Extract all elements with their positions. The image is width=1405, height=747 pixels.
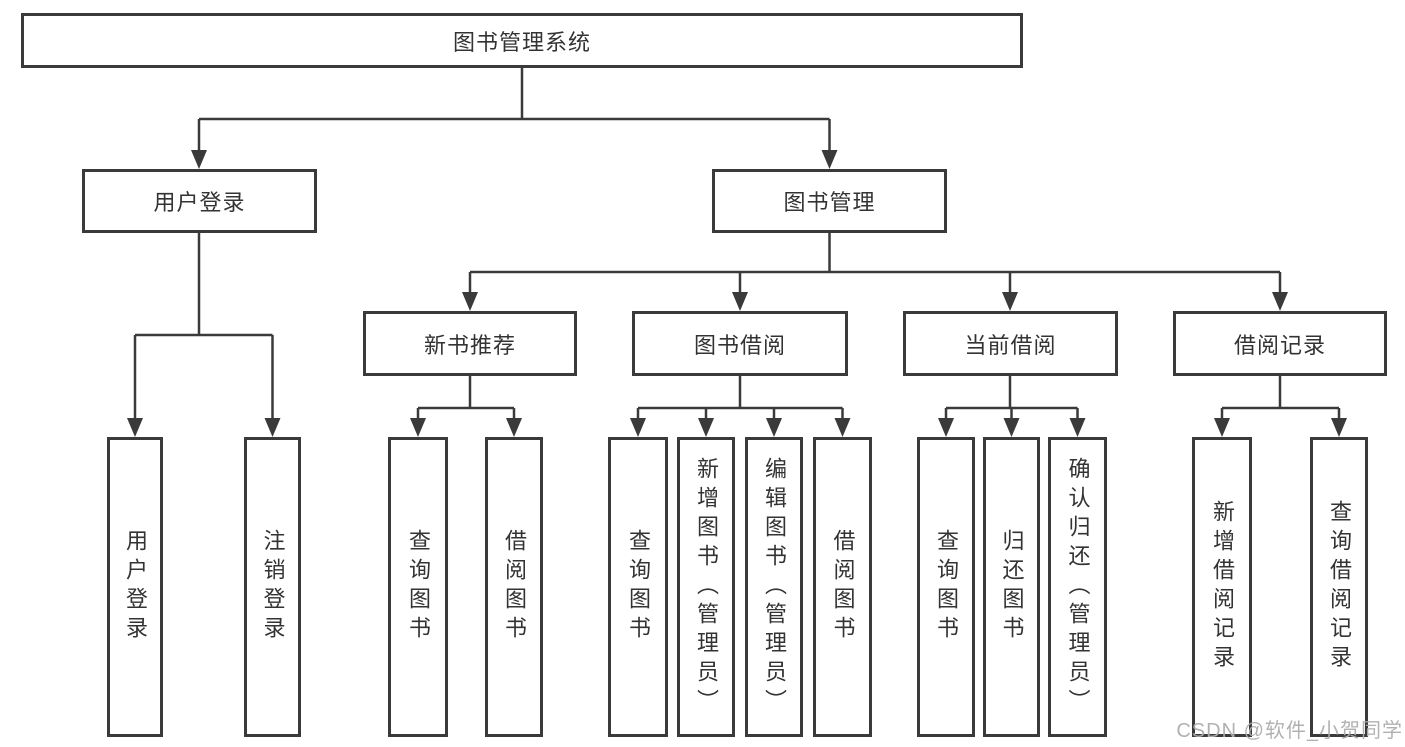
leaf-logout: 注销登录: [244, 437, 301, 737]
leaf-confirm-return-admin-label: 确认归还（管理员）: [1065, 456, 1091, 718]
arrow-down-icon: [1214, 418, 1230, 437]
arrow-down-icon: [506, 418, 522, 437]
node-book-management: 图书管理: [712, 169, 947, 233]
leaf-add-books-admin: 新增图书（管理员）: [677, 437, 735, 737]
leaf-query-books-3-label: 查询图书: [934, 529, 959, 645]
leaf-query-books-1-label: 查询图书: [406, 529, 431, 645]
node-book-management-label: 图书管理: [783, 190, 876, 215]
csdn-watermark: CSDN @软件_小贺同学: [1176, 720, 1403, 742]
arrow-down-icon: [1002, 292, 1018, 311]
arrow-down-icon: [462, 292, 478, 311]
leaf-query-books-2: 查询图书: [608, 437, 668, 737]
leaf-user-login-label: 用户登录: [123, 529, 148, 645]
leaf-return-books-label: 归还图书: [999, 529, 1025, 645]
arrow-down-icon: [938, 418, 954, 437]
leaf-edit-books-admin: 编辑图书（管理员）: [745, 437, 803, 737]
leaf-borrow-books-1-label: 借阅图书: [502, 529, 527, 645]
arrow-down-icon: [1003, 418, 1020, 437]
arrow-down-icon: [732, 292, 748, 311]
arrow-down-icon: [410, 418, 426, 437]
node-current-borrowing: 当前借阅: [903, 311, 1118, 376]
leaf-borrow-books-2-label: 借阅图书: [830, 529, 856, 645]
connector-user-login-rail: [133, 233, 274, 420]
leaf-borrow-books-1: 借阅图书: [485, 437, 543, 737]
leaf-query-borrow-record-label: 查询借阅记录: [1327, 500, 1352, 674]
arrow-down-icon: [766, 418, 782, 437]
connector-new-rec-rail: [416, 376, 516, 420]
arrow-down-icon: [834, 418, 851, 437]
node-new-book-recommend: 新书推荐: [363, 311, 577, 376]
node-current-borrowing-label: 当前借阅: [964, 332, 1057, 358]
node-borrow-records: 借阅记录: [1173, 311, 1387, 376]
arrow-down-icon: [1069, 418, 1086, 437]
arrow-down-icon: [698, 418, 714, 437]
arrow-down-icon: [630, 418, 646, 437]
connector-book-mgmt-rail: [468, 233, 1282, 294]
leaf-logout-label: 注销登录: [260, 529, 286, 645]
arrowhead-icons: [127, 150, 1347, 437]
node-root-label: 图书管理系统: [452, 29, 591, 55]
leaf-user-login: 用户登录: [107, 437, 163, 737]
connector-root-rail: [197, 68, 831, 152]
leaf-add-books-admin-label: 新增图书（管理员）: [694, 456, 719, 718]
node-new-book-recommend-label: 新书推荐: [423, 332, 516, 358]
leaf-add-borrow-record-label: 新增借阅记录: [1210, 500, 1235, 674]
leaf-borrow-books-2: 借阅图书: [813, 437, 872, 737]
leaf-query-books-2-label: 查询图书: [626, 529, 651, 645]
node-book-borrowing-label: 图书借阅: [693, 332, 786, 358]
leaf-query-books-1: 查询图书: [388, 437, 448, 737]
node-borrow-records-label: 借阅记录: [1233, 332, 1326, 358]
node-book-borrowing: 图书借阅: [632, 311, 848, 376]
leaf-add-borrow-record: 新增借阅记录: [1192, 437, 1252, 737]
node-root-system: 图书管理系统: [21, 13, 1023, 68]
connector-records-rail: [1220, 376, 1341, 420]
leaf-confirm-return-admin: 确认归还（管理员）: [1048, 437, 1107, 737]
leaf-return-books: 归还图书: [983, 437, 1040, 737]
node-user-login: 用户登录: [82, 169, 317, 233]
arrow-down-icon: [264, 418, 281, 437]
arrow-down-icon: [127, 418, 143, 437]
leaf-query-books-3: 查询图书: [917, 437, 975, 737]
connector-current-rail: [944, 376, 1079, 420]
arrow-down-icon: [821, 150, 838, 169]
connector-borrowing-rail: [636, 376, 844, 420]
node-user-login-label: 用户登录: [153, 190, 246, 215]
arrow-down-icon: [191, 150, 207, 169]
arrow-down-icon: [1331, 418, 1347, 437]
leaf-query-borrow-record: 查询借阅记录: [1310, 437, 1368, 737]
leaf-edit-books-admin-label: 编辑图书（管理员）: [762, 456, 787, 718]
arrow-down-icon: [1272, 292, 1288, 311]
